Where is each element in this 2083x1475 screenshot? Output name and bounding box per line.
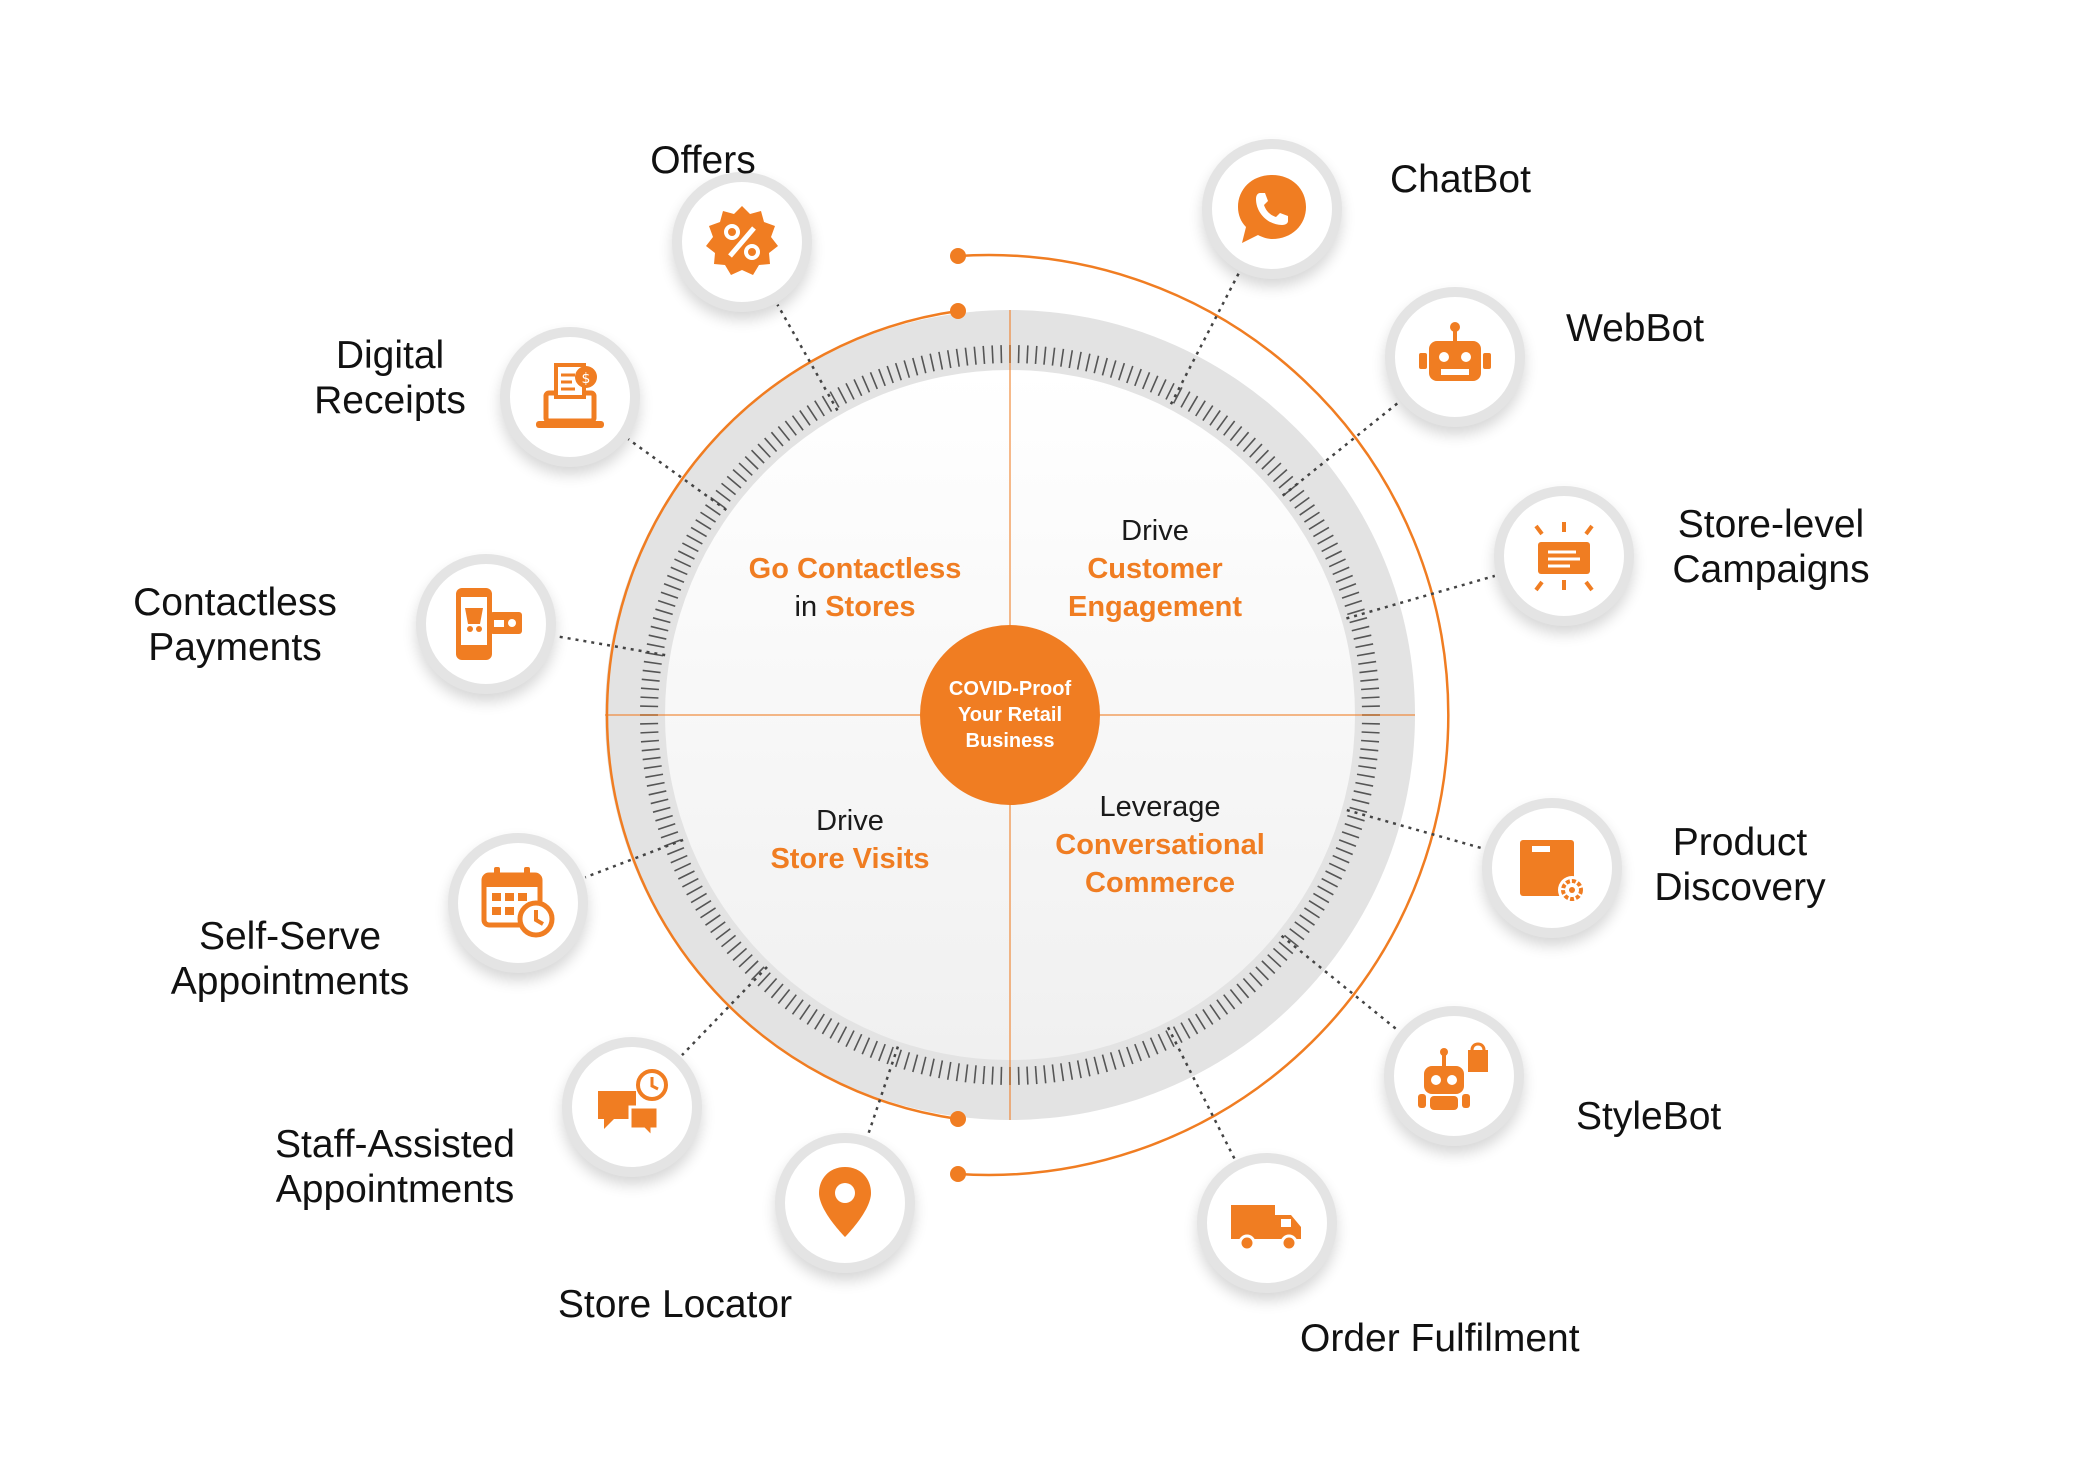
- center-hub: COVID-Proof Your Retail Business: [920, 625, 1100, 805]
- svg-text:$: $: [582, 371, 591, 387]
- calendar-clock-icon: [481, 867, 555, 938]
- connector-webbot: [1281, 401, 1400, 497]
- quadrant-customer-engagement: Drive Customer Engagement: [1067, 515, 1243, 623]
- arc-dot-top-outer: [950, 248, 966, 264]
- feature-bubble-store-locator: [775, 1133, 915, 1273]
- delivery-truck-icon: [1231, 1205, 1301, 1252]
- robot-shopping-icon: [1418, 1042, 1488, 1110]
- feature-bubble-product-discovery: [1482, 798, 1622, 938]
- feature-bubble-digital-receipts: $: [500, 327, 640, 467]
- quadrant-store-visits: Drive Store Visits: [770, 805, 930, 875]
- feature-bubble-store-level-campaigns: [1494, 486, 1634, 626]
- receipt-laptop-icon: $: [536, 363, 604, 428]
- feature-bubble-offers: [672, 172, 812, 312]
- feature-label-chatbot: ChatBot: [1390, 158, 1531, 201]
- arc-dot-bottom-inner: [950, 1111, 966, 1127]
- box-gear-icon: [1520, 840, 1586, 904]
- connector-order-fulfilment: [1166, 1026, 1236, 1160]
- accent-arc-outer-right: [957, 253, 1450, 1177]
- mobile-payment-icon: [456, 588, 522, 660]
- accent-arc-inner-left: [605, 309, 959, 1121]
- connector-contactless-payments: [556, 635, 666, 657]
- feature-bubble-stylebot: [1384, 1006, 1524, 1146]
- announcement-screen-icon: [1534, 522, 1594, 592]
- feature-bubble-order-fulfilment: [1197, 1153, 1337, 1293]
- feature-label-offers: Offers: [650, 139, 756, 182]
- feature-bubble-chatbot: [1202, 139, 1342, 279]
- quadrant-go-contactless: Go Contactless in Stores: [748, 553, 962, 623]
- feature-label-order-fulfilment: Order Fulfilment: [1300, 1317, 1580, 1360]
- phone-chat-icon: [1238, 175, 1306, 243]
- connector-chatbot: [1169, 272, 1241, 405]
- feature-bubble-self-serve-appointments: [448, 833, 588, 973]
- map-pin-icon: [819, 1167, 871, 1237]
- feature-label-stylebot: StyleBot: [1576, 1095, 1722, 1138]
- connector-lines: [556, 272, 1496, 1160]
- quadrant-conversational-commerce: Leverage Conversational Commerce: [1055, 791, 1265, 899]
- feature-bubble-contactless-payments: [416, 554, 556, 694]
- arc-dot-bottom-outer: [950, 1166, 966, 1182]
- connector-store-level-campaigns: [1346, 574, 1496, 620]
- feature-label-webbot: WebBot: [1566, 307, 1705, 350]
- feature-bubble-staff-assisted-appointments: [562, 1037, 702, 1177]
- feature-label-store-locator: Store Locator: [557, 1283, 793, 1326]
- feature-bubble-webbot: [1385, 287, 1525, 427]
- connector-stylebot: [1280, 934, 1399, 1032]
- connector-self-serve-appointments: [584, 838, 684, 879]
- percent-badge-icon: [706, 206, 778, 275]
- robot-head-icon: [1419, 322, 1491, 381]
- arc-dot-top-inner: [950, 303, 966, 319]
- chat-clock-icon: [598, 1069, 668, 1141]
